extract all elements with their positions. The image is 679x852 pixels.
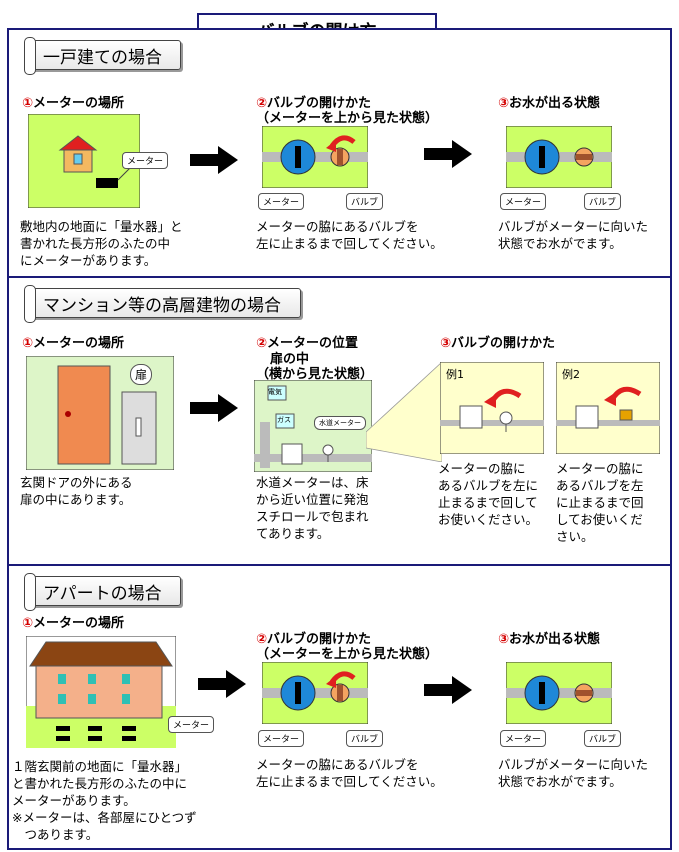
callout-meter: メーター [258, 730, 305, 747]
section2-step2-sub: （横から見た状態） [256, 367, 374, 382]
callout-meter: メーター [168, 716, 215, 733]
callout-door: 扉 [130, 364, 153, 385]
section3-step2-heading: ②バルブの開けかた [256, 632, 372, 647]
meter-cabinet-illustration [254, 380, 372, 472]
section1-step3-heading: ③お水が出る状態 [498, 96, 601, 111]
arrow-right-icon [190, 394, 238, 422]
valve-example1-illustration [440, 362, 544, 454]
section1-step2-desc: メーターの脇にあるバルブを左に止まるまで回してください。 [256, 219, 443, 251]
callout-valve: バルブ [584, 730, 622, 747]
water-flowing-illustration [506, 126, 612, 188]
section3-step2-desc: メーターの脇にあるバルブを左に止まるまで回してください。 [256, 757, 443, 789]
callout-meter: メーター [500, 730, 547, 747]
door-illustration [26, 356, 174, 470]
section3-step1-heading: ①メーターの場所 [22, 616, 125, 631]
apartment-building-illustration [26, 636, 176, 748]
section1-step3-desc: バルブがメーターに向いた状態でお水がでます。 [498, 219, 649, 251]
callout-valve: バルブ [346, 730, 384, 747]
section2-step3-example2-desc: メーターの脇にあるバルブを左に止まるまで回してお使いください。 [556, 461, 644, 544]
water-flowing-illustration [506, 662, 612, 724]
section3-step3-heading: ③お水が出る状態 [498, 632, 601, 647]
example1-label: 例1 [446, 368, 464, 381]
arrow-right-icon [198, 670, 246, 698]
arrow-right-icon [424, 676, 472, 704]
callout-meter: メーター [258, 193, 305, 210]
section2-step2-desc: 水道メーターは、床から近い位置に発泡スチロールで包まれてあります。 [256, 475, 369, 541]
example2-label: 例2 [562, 368, 580, 381]
callout-gas: ガス [277, 416, 291, 424]
section3-step2-sub: （メーターを上から見た状態） [256, 647, 439, 662]
section2-step1-heading: ①メーターの場所 [22, 336, 125, 351]
section2-step2-sub1: 扉の中 [270, 352, 310, 367]
section3-step1-desc: １階玄関前の地面に「量水器」と書かれた長方形のふたの中にメーターがあります。※メ… [12, 759, 197, 842]
callout-valve: バルブ [346, 193, 384, 210]
section-title-apartment-building: マンション等の高層建物の場合 [24, 285, 301, 323]
section-title-detached-house: 一戸建ての場合 [24, 37, 181, 75]
section1-step1-heading: ①メーターの場所 [22, 96, 125, 111]
callout-meter: メーター [500, 193, 547, 210]
valve-example2-illustration [556, 362, 660, 454]
house-yard-illustration [28, 114, 140, 208]
section2-step2-heading: ②メーターの位置 [256, 336, 359, 351]
arrow-right-icon [190, 146, 238, 174]
callout-meter: メーター [122, 152, 169, 169]
section1-step1-desc: 敷地内の地面に「量水器」と書かれた長方形のふたの中にメーターがあります。 [20, 219, 183, 268]
section3-step3-desc: バルブがメーターに向いた状態でお水がでます。 [498, 757, 649, 789]
valve-open-illustration [262, 662, 368, 724]
callout-water-meter: 水道メーター [314, 416, 366, 430]
callout-electric: 電気 [268, 388, 282, 396]
section1-step2-sub: （メーターを上から見た状態） [256, 111, 439, 126]
zoom-wedge [366, 362, 442, 462]
valve-open-illustration [262, 126, 368, 188]
section1-step2-heading: ②バルブの開けかた [256, 96, 372, 111]
section2-step3-example1-desc: メーターの脇にあるバルブを左に止まるまで回してお使いください。 [438, 461, 539, 527]
section-title-apartment: アパートの場合 [24, 573, 181, 611]
section2-step3-heading: ③バルブの開けかた [440, 336, 556, 351]
section2-step1-desc: 玄関ドアの外にある扉の中にあります。 [20, 475, 133, 507]
callout-valve: バルブ [584, 193, 622, 210]
arrow-right-icon [424, 140, 472, 168]
